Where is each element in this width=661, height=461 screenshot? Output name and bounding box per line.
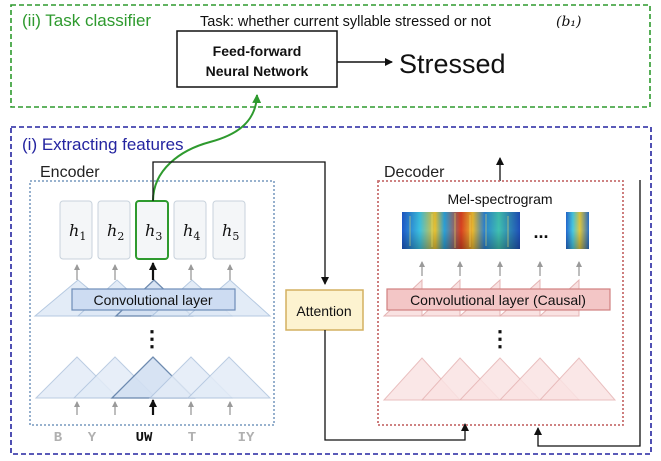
hidden-state-box <box>97 200 131 260</box>
network-label-line2: Neural Network <box>206 63 309 79</box>
mel-spectrogram-ellipsis: ... <box>533 222 548 242</box>
feed-forward-network-box <box>176 30 338 88</box>
attention-box <box>285 289 364 331</box>
encoder-conv-layer-label: Convolutional layer <box>93 292 212 308</box>
hidden-state-box <box>212 200 246 260</box>
classifier-input-arrow <box>152 94 262 202</box>
attention-to-decoder-line <box>324 330 469 441</box>
encoder-dots: ⋮ <box>141 326 163 351</box>
decoder-dots: ⋮ <box>489 326 511 351</box>
hidden-state-label: h5 <box>222 221 239 243</box>
encoder-input-triangles <box>34 356 272 399</box>
task-description: Task: whether current syllable stressed … <box>200 14 491 30</box>
output-label: Stressed <box>399 49 506 79</box>
decoder-title: Decoder <box>384 164 445 181</box>
hidden-state-label: h2 <box>107 221 124 243</box>
phoneme-label: IY <box>238 430 255 446</box>
phoneme-label: B <box>54 430 63 446</box>
decoder-box <box>377 180 624 426</box>
attention-label: Attention <box>296 303 351 319</box>
decoder-input-triangles <box>382 357 617 401</box>
phoneme-label: T <box>188 430 196 446</box>
extracting-features-panel <box>10 126 652 455</box>
mel-spectrogram-label: Mel-spectrogram <box>447 191 552 207</box>
hidden-state-box <box>59 200 93 260</box>
hidden-state-label: h1 <box>69 221 86 243</box>
hidden-state-box <box>173 200 207 260</box>
phoneme-label: Y <box>88 430 97 446</box>
task-classifier-title: (ii) Task classifier <box>22 11 151 30</box>
hidden-state-label: h4 <box>183 221 200 243</box>
mel-spectrogram-frames <box>402 212 589 249</box>
decoder-output-arrows <box>419 261 582 276</box>
phoneme-label: UW <box>136 430 153 446</box>
encoder-conv-layer-bar <box>71 288 236 311</box>
encoder-state-arrows <box>74 262 233 280</box>
encoder-to-attention-line <box>152 161 329 285</box>
task-symbol: (b₁) <box>556 14 582 30</box>
encoder-hidden-states: h1 h2 h3 h4 h5 <box>59 200 246 260</box>
encoder-input-arrows <box>74 399 233 415</box>
encoder-box <box>29 180 275 426</box>
decoder-conv-layer-bar <box>386 288 611 311</box>
phoneme-inputs: B Y UW T IY <box>54 430 255 446</box>
extracting-features-title: (i) Extracting features <box>22 135 184 154</box>
decoder-conv-layer-label: Convolutional layer (Causal) <box>410 292 586 308</box>
task-classifier-panel <box>10 4 651 108</box>
network-label-line1: Feed-forward <box>213 43 302 59</box>
encoder-title: Encoder <box>40 164 100 181</box>
decoder-feedback-line <box>534 180 641 447</box>
hidden-state-label: h3 <box>145 221 162 243</box>
